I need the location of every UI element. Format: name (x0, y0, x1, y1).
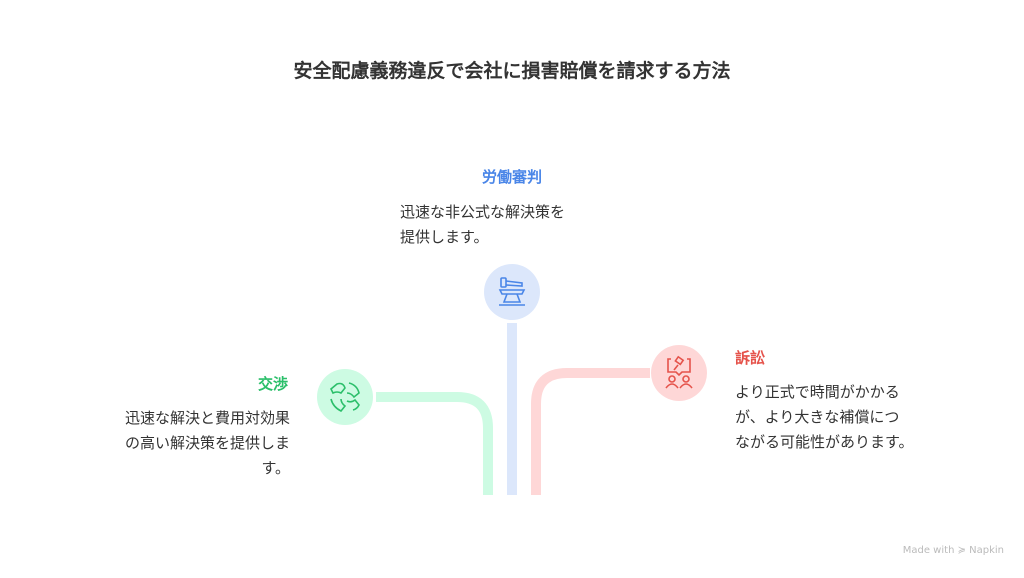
lawsuit-line (531, 368, 650, 495)
gavel-anvil-icon (484, 264, 540, 320)
labor-tribunal-description: 迅速な非公式な解決策を 提供します。 (400, 200, 565, 250)
desc-line: す。 (261, 459, 290, 477)
labor-tribunal-heading: 労働審判 (481, 168, 542, 186)
page-title: 安全配慮義務違反で会社に損害賠償を請求する方法 (293, 60, 731, 82)
desc-line: ながる可能性があります。 (735, 433, 914, 451)
negotiation-description: 迅速な解決と費用対効果 の高い解決策を提供しま す。 (40, 406, 290, 481)
desc-line: 提供します。 (400, 228, 489, 246)
napkin-credit: Made with ≽ Napkin (902, 545, 1004, 556)
desc-line: 迅速な解決と費用対効果 (124, 409, 290, 427)
desc-line: が、より大きな補償につ (735, 408, 900, 426)
lawsuit-people-icon (651, 345, 707, 401)
desc-line: 迅速な非公式な解決策を (400, 203, 566, 221)
desc-line: より正式で時間がかかる (735, 383, 900, 401)
lawsuit-heading: 訴訟 (735, 349, 766, 367)
desc-line: の高い解決策を提供しま (124, 434, 290, 452)
negotiation-line (376, 392, 493, 495)
lawsuit-description: より正式で時間がかかる が、より大きな補償につ ながる可能性があります。 (735, 380, 914, 455)
handshake-icon (317, 369, 373, 425)
negotiation-heading: 交渉 (257, 375, 288, 393)
